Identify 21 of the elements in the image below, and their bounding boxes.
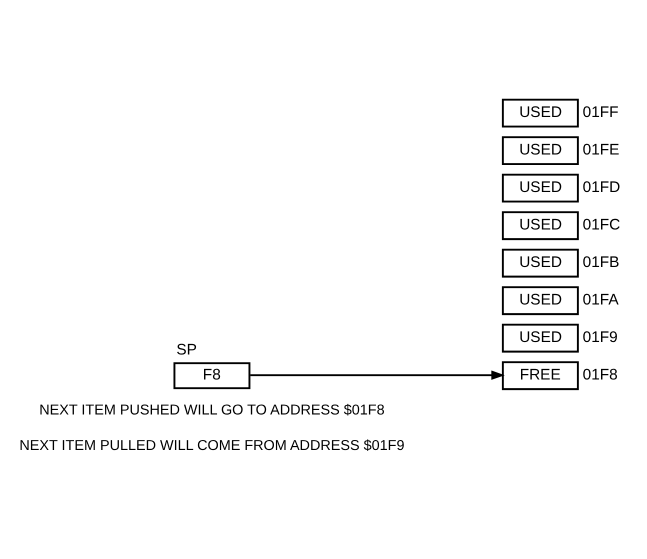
- node-label: 01FD: [582, 178, 620, 196]
- node-label: 01F8: [582, 366, 618, 384]
- node-label: 01FF: [582, 104, 619, 121]
- node-box: USED: [502, 174, 579, 203]
- node-box: USED: [502, 211, 579, 240]
- node-label: 01FC: [582, 216, 620, 234]
- node-box: USED: [502, 286, 579, 316]
- node-label: 01F9: [582, 328, 618, 346]
- node-label: SP: [176, 341, 197, 358]
- label: NEXT ITEM PULLED WILL COME FROM ADDRESS $01F9: [19, 438, 404, 454]
- node-label: 01FA: [582, 291, 619, 308]
- node-box: USED: [502, 98, 579, 128]
- label: NEXT ITEM PUSHED WILL GO TO ADDRESS $01F8: [39, 402, 385, 419]
- node-label: 01FE: [582, 141, 620, 158]
- node-box: F8: [173, 362, 250, 390]
- node-label: 01FB: [582, 254, 620, 271]
- node-box: FREE: [502, 361, 579, 390]
- node-box: USED: [502, 324, 579, 353]
- node-box: USED: [502, 248, 579, 278]
- arrow: [250, 370, 505, 380]
- node-box: USED: [502, 136, 579, 166]
